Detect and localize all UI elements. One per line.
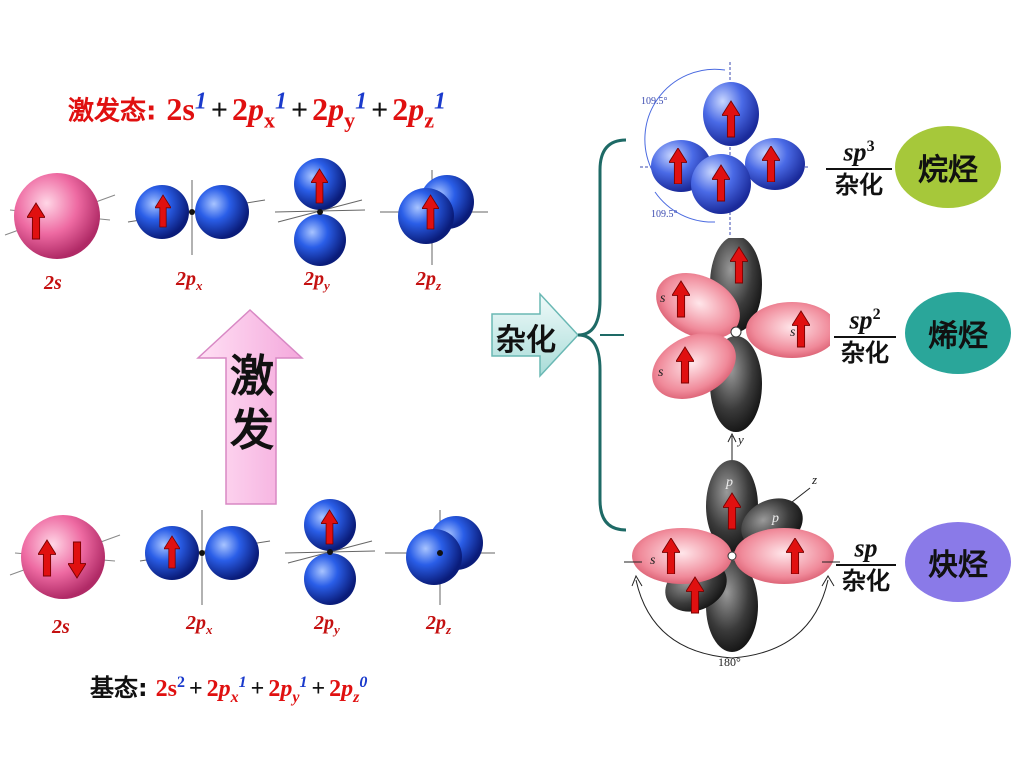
label-ground-2s: 2s (52, 616, 70, 638)
sp-lobe-label-p1: p (725, 475, 733, 490)
sp2-lobe-label-3: s (658, 365, 664, 380)
label-excited-2pz: 2pz (416, 268, 442, 293)
label-excited-2px: 2px (176, 268, 203, 293)
excited-state-formula: 激发态: 2s1 + 2px1 + 2py1 + 2pz1 (68, 88, 446, 133)
hybrid-brace (577, 138, 627, 532)
ground-state-label: 基态: (90, 674, 148, 702)
ground-2py-orbital (284, 499, 376, 605)
ground-term-2px: 2px1 (206, 674, 247, 706)
sp-lobe-label-s1: s (650, 553, 656, 568)
result-alkyne: 炔烃 (905, 522, 1011, 602)
label-ground-2pz: 2pz (426, 612, 452, 637)
excited-orbitals (4, 158, 488, 266)
excited-2py-orbital (274, 158, 366, 266)
ground-orbitals (9, 499, 495, 605)
hybrid-type-sp2: sp2 杂化 (834, 300, 896, 368)
excited-term-2px: 2px1 (231, 88, 287, 133)
ground-2s-orbital (9, 515, 121, 599)
angle-label-1: 109.5° (641, 96, 668, 107)
ground-2pz-orbital (385, 510, 495, 605)
axis-y-label: y (736, 432, 744, 447)
excite-arrow-text: 激 发 (230, 351, 274, 456)
angle-label-3: 180° (718, 655, 741, 669)
ground-2px-orbital (139, 510, 271, 605)
sp-orbital-diagram: y z p p s s 180° (624, 432, 840, 669)
hybrid-type-sp: sp 杂化 (836, 528, 896, 596)
excited-state-label: 激发态: (68, 96, 157, 127)
hybridize-arrow-label: 杂化 (496, 323, 556, 358)
ground-term-2py: 2py1 (268, 674, 308, 706)
label-ground-2px: 2px (186, 612, 213, 637)
hybrid-type-sp3: sp3 杂化 (826, 132, 892, 200)
sp2-lobe-label-2: s (790, 325, 796, 340)
sp2-lobe-label-1: s (660, 291, 666, 306)
ground-term-2s: 2s2 (155, 674, 185, 702)
sp3-orbital-diagram: 109.5° 109.5° (640, 62, 810, 237)
excited-term-2pz: 2pz1 (392, 88, 446, 133)
label-excited-2s: 2s (44, 272, 62, 294)
result-alkane: 烷烃 (895, 126, 1001, 208)
label-ground-2py: 2py (314, 612, 340, 637)
axis-z-label: z (811, 472, 817, 487)
label-excited-2py: 2py (304, 268, 330, 293)
excited-2pz-orbital (380, 170, 488, 265)
ground-term-2pz: 2pz0 (329, 674, 368, 706)
excited-term-2py: 2py1 (312, 88, 368, 133)
hybridize-arrow (491, 292, 580, 378)
excited-2px-orbital (127, 180, 266, 255)
sp2-orbital-diagram: s s s (652, 238, 830, 432)
excited-2s-orbital (4, 173, 116, 259)
angle-label-2: 109.5° (651, 209, 678, 220)
sp-lobe-label-p2: p (771, 511, 779, 526)
excited-term-2s: 2s1 (166, 88, 207, 127)
excite-arrow (196, 308, 304, 505)
ground-state-formula: 基态: 2s2 + 2px1 + 2py1 + 2pz0 (90, 674, 368, 706)
result-alkene: 烯烃 (905, 292, 1011, 374)
